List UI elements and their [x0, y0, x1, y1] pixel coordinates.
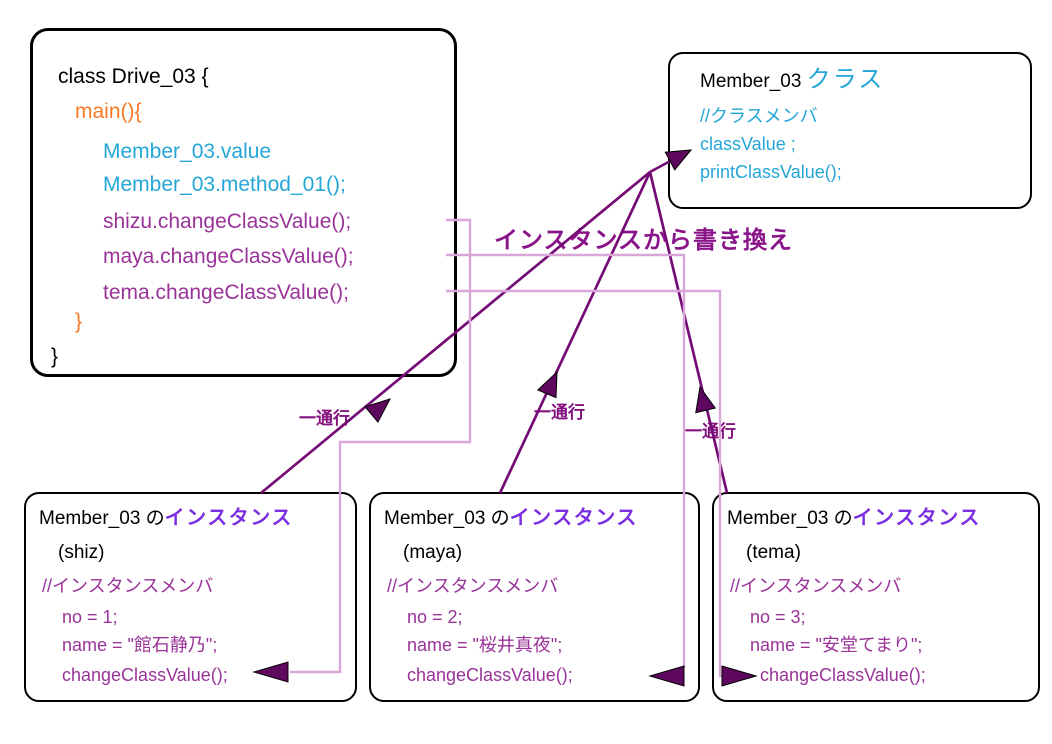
- instance-var-name: (maya): [403, 542, 463, 563]
- code-line-main-open: main(){: [75, 100, 142, 123]
- class-member-classvalue: classValue ;: [700, 134, 796, 154]
- instance-var-name: (tema): [746, 542, 801, 563]
- one-way-label-2: 一通行: [534, 403, 585, 422]
- annotation-rewrite-from-instance: インスタンスから書き換え: [494, 227, 794, 254]
- code-line-tema-call: tema.changeClassValue();: [103, 281, 349, 304]
- instance-method-line: changeClassValue();: [760, 665, 926, 685]
- instance-member-comment: //インスタンスメンバ: [42, 576, 214, 596]
- class-box-title-name: Member_03: [700, 71, 807, 92]
- instance-var-name: (shiz): [58, 542, 105, 563]
- code-line-class-open: class Drive_03 {: [58, 65, 209, 88]
- class-member-comment: //クラスメンバ: [700, 106, 818, 126]
- instance-no-line: no = 3;: [750, 607, 806, 627]
- instance-box-title: Member_03 のインスタンス: [727, 506, 981, 531]
- instance-title-suffix: インスタンス: [852, 507, 981, 529]
- instance-method-line: changeClassValue();: [62, 665, 228, 685]
- instance-no-line: no = 1;: [62, 607, 118, 627]
- class-member-printclassvalue: printClassValue();: [700, 162, 842, 182]
- instance-box-shiz: Member_03 のインスタンス (shiz) //インスタンスメンバ no …: [24, 492, 357, 702]
- code-line-shizu-call: shizu.changeClassValue();: [103, 210, 352, 233]
- instance-box-title: Member_03 のインスタンス: [39, 506, 293, 531]
- code-line-maya-call: maya.changeClassValue();: [103, 245, 354, 268]
- code-line-main-close: }: [75, 310, 83, 333]
- instance-name-line: name = "安堂てまり";: [750, 635, 923, 655]
- instance-no-line: no = 2;: [407, 607, 463, 627]
- instance-title-name: Member_03 の: [384, 508, 510, 529]
- instance-box-tema: Member_03 のインスタンス (tema) //インスタンスメンバ no …: [712, 492, 1040, 702]
- driver-code-box: class Drive_03 { main(){ Member_03.value…: [30, 28, 457, 377]
- code-line-method01: Member_03.method_01();: [103, 173, 346, 196]
- instance-box-title: Member_03 のインスタンス: [384, 506, 638, 531]
- class-box-title: Member_03 クラス: [700, 66, 884, 95]
- one-way-label-1: 一通行: [299, 409, 350, 428]
- instance-name-line: name = "館石静乃";: [62, 635, 218, 655]
- instance-title-suffix: インスタンス: [509, 507, 638, 529]
- instance-title-name: Member_03 の: [39, 508, 165, 529]
- instance-member-comment: //インスタンスメンバ: [730, 576, 902, 596]
- instance-title-name: Member_03 の: [727, 508, 853, 529]
- instance-box-maya: Member_03 のインスタンス (maya) //インスタンスメンバ no …: [369, 492, 700, 702]
- instance-title-suffix: インスタンス: [164, 507, 293, 529]
- instance-name-line: name = "桜井真夜";: [407, 635, 563, 655]
- arrowhead-oneway-3-icon: [695, 385, 717, 414]
- member-class-box: Member_03 クラス //クラスメンバ classValue ; prin…: [668, 52, 1032, 209]
- code-line-value: Member_03.value: [103, 140, 272, 163]
- instance-member-comment: //インスタンスメンバ: [387, 576, 559, 596]
- instance-method-line: changeClassValue();: [407, 665, 573, 685]
- class-box-title-suffix: クラス: [806, 66, 885, 93]
- arrowhead-oneway-2-icon: [536, 370, 558, 399]
- one-way-label-3: 一通行: [685, 422, 736, 441]
- arrowhead-oneway-1-icon: [364, 398, 392, 423]
- code-line-class-close: }: [51, 345, 59, 368]
